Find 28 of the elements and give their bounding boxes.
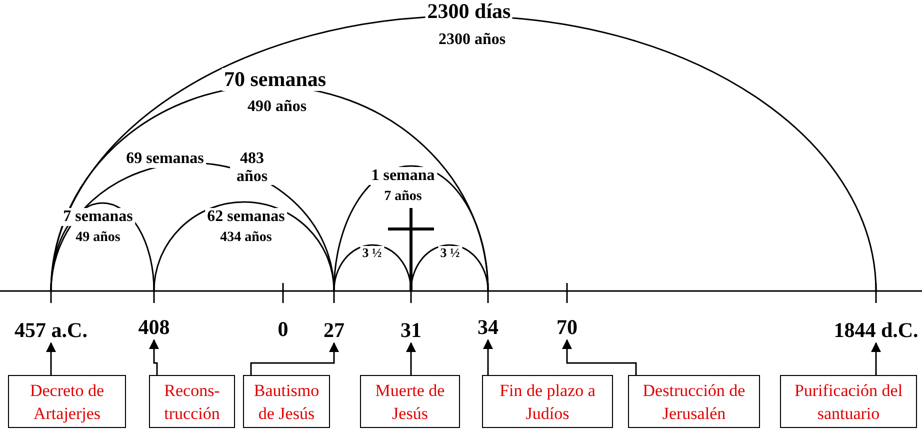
year-label: 408 [138, 315, 170, 339]
year-label: 31 [400, 318, 422, 342]
span-duration: 3 ½ [360, 246, 384, 260]
arrow [483, 339, 493, 375]
arrow [562, 339, 637, 375]
span-title: 1 semana [369, 167, 437, 185]
year-label: 457 a.C. [14, 318, 88, 342]
span-duration: 483 años [230, 150, 274, 186]
event-box: Recons-trucción [149, 375, 235, 428]
event-box: Bautismo de Jesús [243, 375, 330, 428]
span-title: 7 semanas [61, 208, 135, 226]
event-box: Destrucción de Jerusalén [628, 375, 760, 428]
span-duration: 3 ½ [438, 246, 462, 260]
event-box: Purificación del santuario [780, 375, 917, 428]
event-box: Muerte de Jesús [360, 375, 460, 428]
arrow [250, 342, 339, 375]
arrow [406, 342, 416, 375]
year-label: 70 [556, 315, 578, 339]
year-label: 1844 d.C. [834, 318, 918, 342]
year-label: 34 [478, 315, 498, 339]
span-title: 70 semanas [222, 68, 328, 92]
event-box: Decreto de Artajerjes [8, 375, 126, 428]
year-label: 27 [324, 318, 344, 342]
arrow [871, 342, 881, 375]
arrow [46, 342, 56, 375]
event-box: Fin de plazo a Judíos [482, 375, 613, 428]
span-title: 69 semanas [124, 150, 206, 168]
arrow [149, 339, 159, 375]
